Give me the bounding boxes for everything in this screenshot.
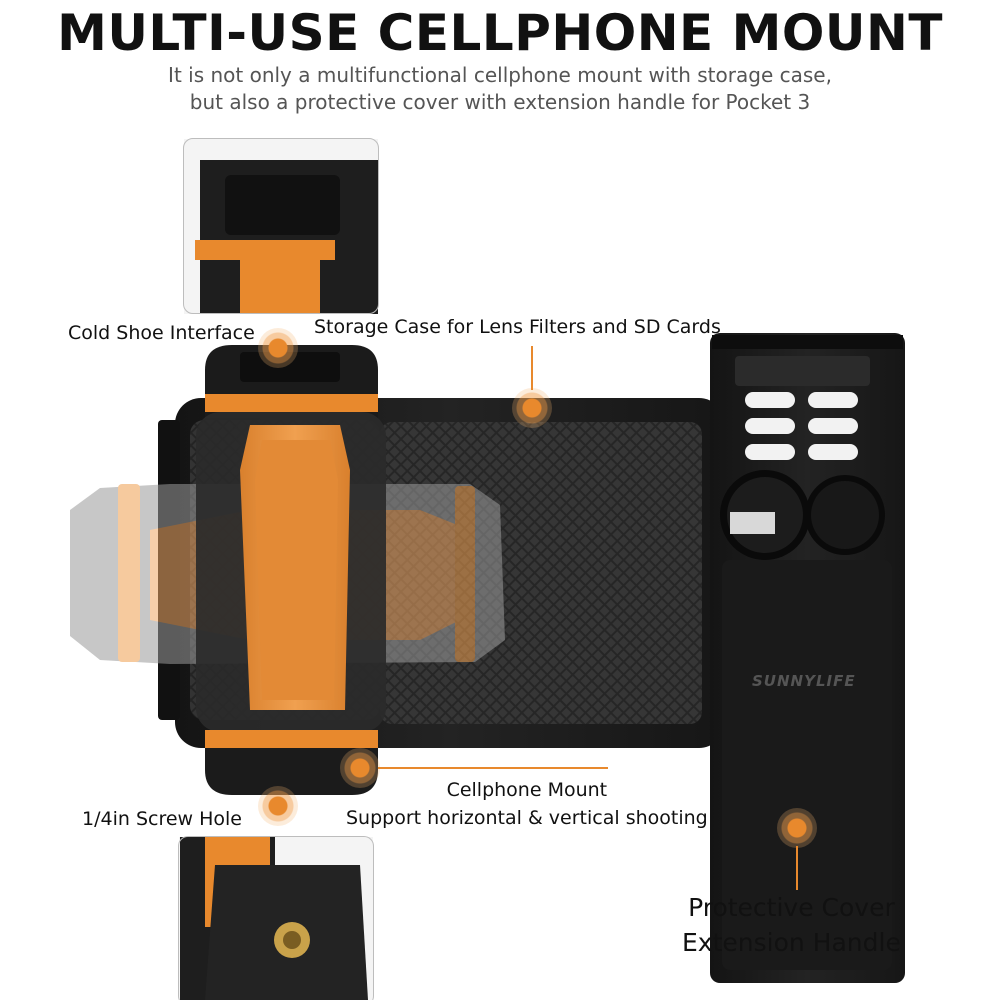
callout-dot-storage bbox=[512, 388, 552, 428]
callout-cold-shoe: Cold Shoe Interface bbox=[68, 322, 255, 344]
subtitle-line-2: but also a protective cover with extensi… bbox=[189, 90, 811, 114]
callout-protective-line-2: Extension Handle bbox=[682, 928, 901, 957]
callout-protective-line-1: Protective Cover bbox=[688, 893, 895, 922]
callout-dot-screw-hole bbox=[258, 786, 298, 826]
callout-leader-storage bbox=[531, 346, 533, 390]
callout-dot-cold-shoe bbox=[258, 328, 298, 368]
page-title: MULTI-USE CELLPHONE MOUNT bbox=[57, 4, 943, 62]
callout-dot-protective bbox=[777, 808, 817, 848]
subtitle-line-1: It is not only a multifunctional cellpho… bbox=[168, 63, 832, 87]
phone-clamp-vertical bbox=[196, 345, 386, 795]
callout-screw-hole: 1/4in Screw Hole bbox=[82, 808, 242, 830]
cold-shoe-inset bbox=[183, 138, 379, 314]
screw-hole-inset bbox=[178, 836, 374, 1000]
callout-storage-case: Storage Case for Lens Filters and SD Car… bbox=[314, 316, 721, 338]
callout-cellphone-mount: Cellphone Mount Support horizontal & ver… bbox=[346, 776, 708, 832]
page-subtitle: It is not only a multifunctional cellpho… bbox=[0, 62, 1000, 116]
screw-hole-inset-image bbox=[179, 837, 373, 1000]
protective-cover-handle bbox=[710, 333, 905, 983]
callout-cellphone-mount-line-2: Support horizontal & vertical shooting bbox=[346, 807, 708, 829]
callout-dot-cellphone-mount bbox=[340, 748, 380, 788]
brand-logo-handle: SUNNYLIFE bbox=[752, 672, 856, 690]
callout-leader-protective bbox=[796, 846, 798, 890]
callout-leader-cellphone-mount bbox=[378, 767, 608, 769]
callout-cellphone-mount-line-1: Cellphone Mount bbox=[446, 779, 608, 801]
cold-shoe-inset-image bbox=[184, 139, 378, 314]
callout-protective-cover: Protective Cover Extension Handle bbox=[682, 890, 901, 960]
